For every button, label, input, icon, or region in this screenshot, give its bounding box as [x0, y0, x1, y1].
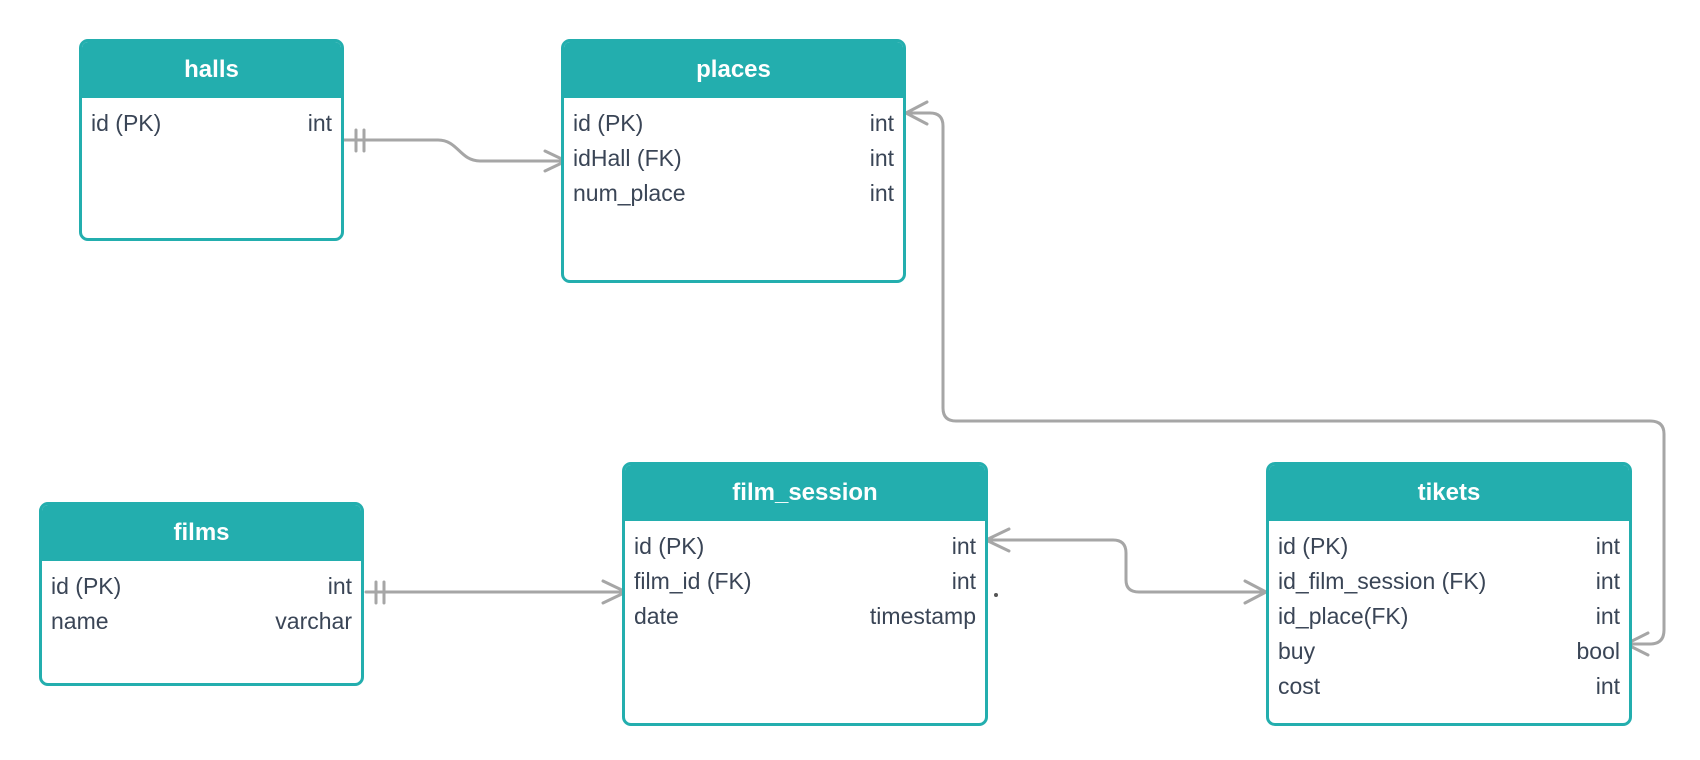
relationship-films-film-session[interactable] — [364, 579, 628, 605]
field-type: int — [327, 573, 352, 599]
field-type: int — [1595, 533, 1620, 559]
field-type: int — [307, 110, 332, 136]
field-row[interactable]: id (PK) int — [1278, 529, 1620, 564]
entity-title: films — [42, 505, 361, 561]
field-name: id_place(FK) — [1278, 603, 1409, 629]
field-name: film_id (FK) — [634, 568, 752, 594]
field-type: int — [1595, 673, 1620, 699]
entity-places[interactable]: places id (PK) int idHall (FK) int num_p… — [561, 39, 906, 283]
entity-halls[interactable]: halls id (PK) int — [79, 39, 344, 241]
field-name: cost — [1278, 673, 1321, 699]
field-name: id (PK) — [573, 110, 644, 136]
field-list: id (PK) int id_film_session (FK) int id_… — [1269, 521, 1629, 704]
field-type: timestamp — [869, 603, 976, 629]
field-row[interactable]: film_id (FK) int — [634, 564, 976, 599]
field-list: id (PK) int — [82, 98, 341, 141]
field-type: int — [869, 110, 894, 136]
field-name: id (PK) — [1278, 533, 1349, 559]
field-row[interactable]: id_film_session (FK) int — [1278, 564, 1620, 599]
field-name: name — [51, 608, 109, 634]
field-row[interactable]: num_place int — [573, 176, 894, 211]
field-row[interactable]: id (PK) int — [634, 529, 976, 564]
field-row[interactable]: id_place(FK) int — [1278, 599, 1620, 634]
field-type: int — [869, 145, 894, 171]
entity-title: halls — [82, 42, 341, 98]
entity-films[interactable]: films id (PK) int name varchar — [39, 502, 364, 686]
relationship-film-session-tikets[interactable] — [984, 527, 1268, 605]
field-list: id (PK) int idHall (FK) int num_place in… — [564, 98, 903, 211]
field-name: id (PK) — [51, 573, 122, 599]
field-row[interactable]: id (PK) int — [573, 106, 894, 141]
field-name: num_place — [573, 180, 686, 206]
stray-dot — [994, 593, 998, 597]
field-name: id (PK) — [634, 533, 705, 559]
field-row[interactable]: cost int — [1278, 669, 1620, 704]
field-row[interactable]: buy bool — [1278, 634, 1620, 669]
field-name: id_film_session (FK) — [1278, 568, 1487, 594]
field-type: int — [1595, 603, 1620, 629]
field-type: bool — [1576, 638, 1620, 664]
relationship-halls-places[interactable] — [342, 128, 568, 173]
entity-title: places — [564, 42, 903, 98]
field-row[interactable]: date timestamp — [634, 599, 976, 634]
field-type: varchar — [275, 608, 352, 634]
field-row[interactable]: id (PK) int — [51, 569, 352, 604]
field-name: idHall (FK) — [573, 145, 682, 171]
field-list: id (PK) int name varchar — [42, 561, 361, 639]
entity-title: film_session — [625, 465, 985, 521]
field-row[interactable]: idHall (FK) int — [573, 141, 894, 176]
field-name: id (PK) — [91, 110, 162, 136]
field-list: id (PK) int film_id (FK) int date timest… — [625, 521, 985, 634]
field-type: int — [951, 533, 976, 559]
field-type: int — [951, 568, 976, 594]
field-type: int — [869, 180, 894, 206]
field-type: int — [1595, 568, 1620, 594]
field-name: date — [634, 603, 679, 629]
entity-title: tikets — [1269, 465, 1629, 521]
entity-tikets[interactable]: tikets id (PK) int id_film_session (FK) … — [1266, 462, 1632, 726]
field-row[interactable]: id (PK) int — [91, 106, 332, 141]
field-name: buy — [1278, 638, 1316, 664]
field-row[interactable]: name varchar — [51, 604, 352, 639]
entity-film-session[interactable]: film_session id (PK) int film_id (FK) in… — [622, 462, 988, 726]
